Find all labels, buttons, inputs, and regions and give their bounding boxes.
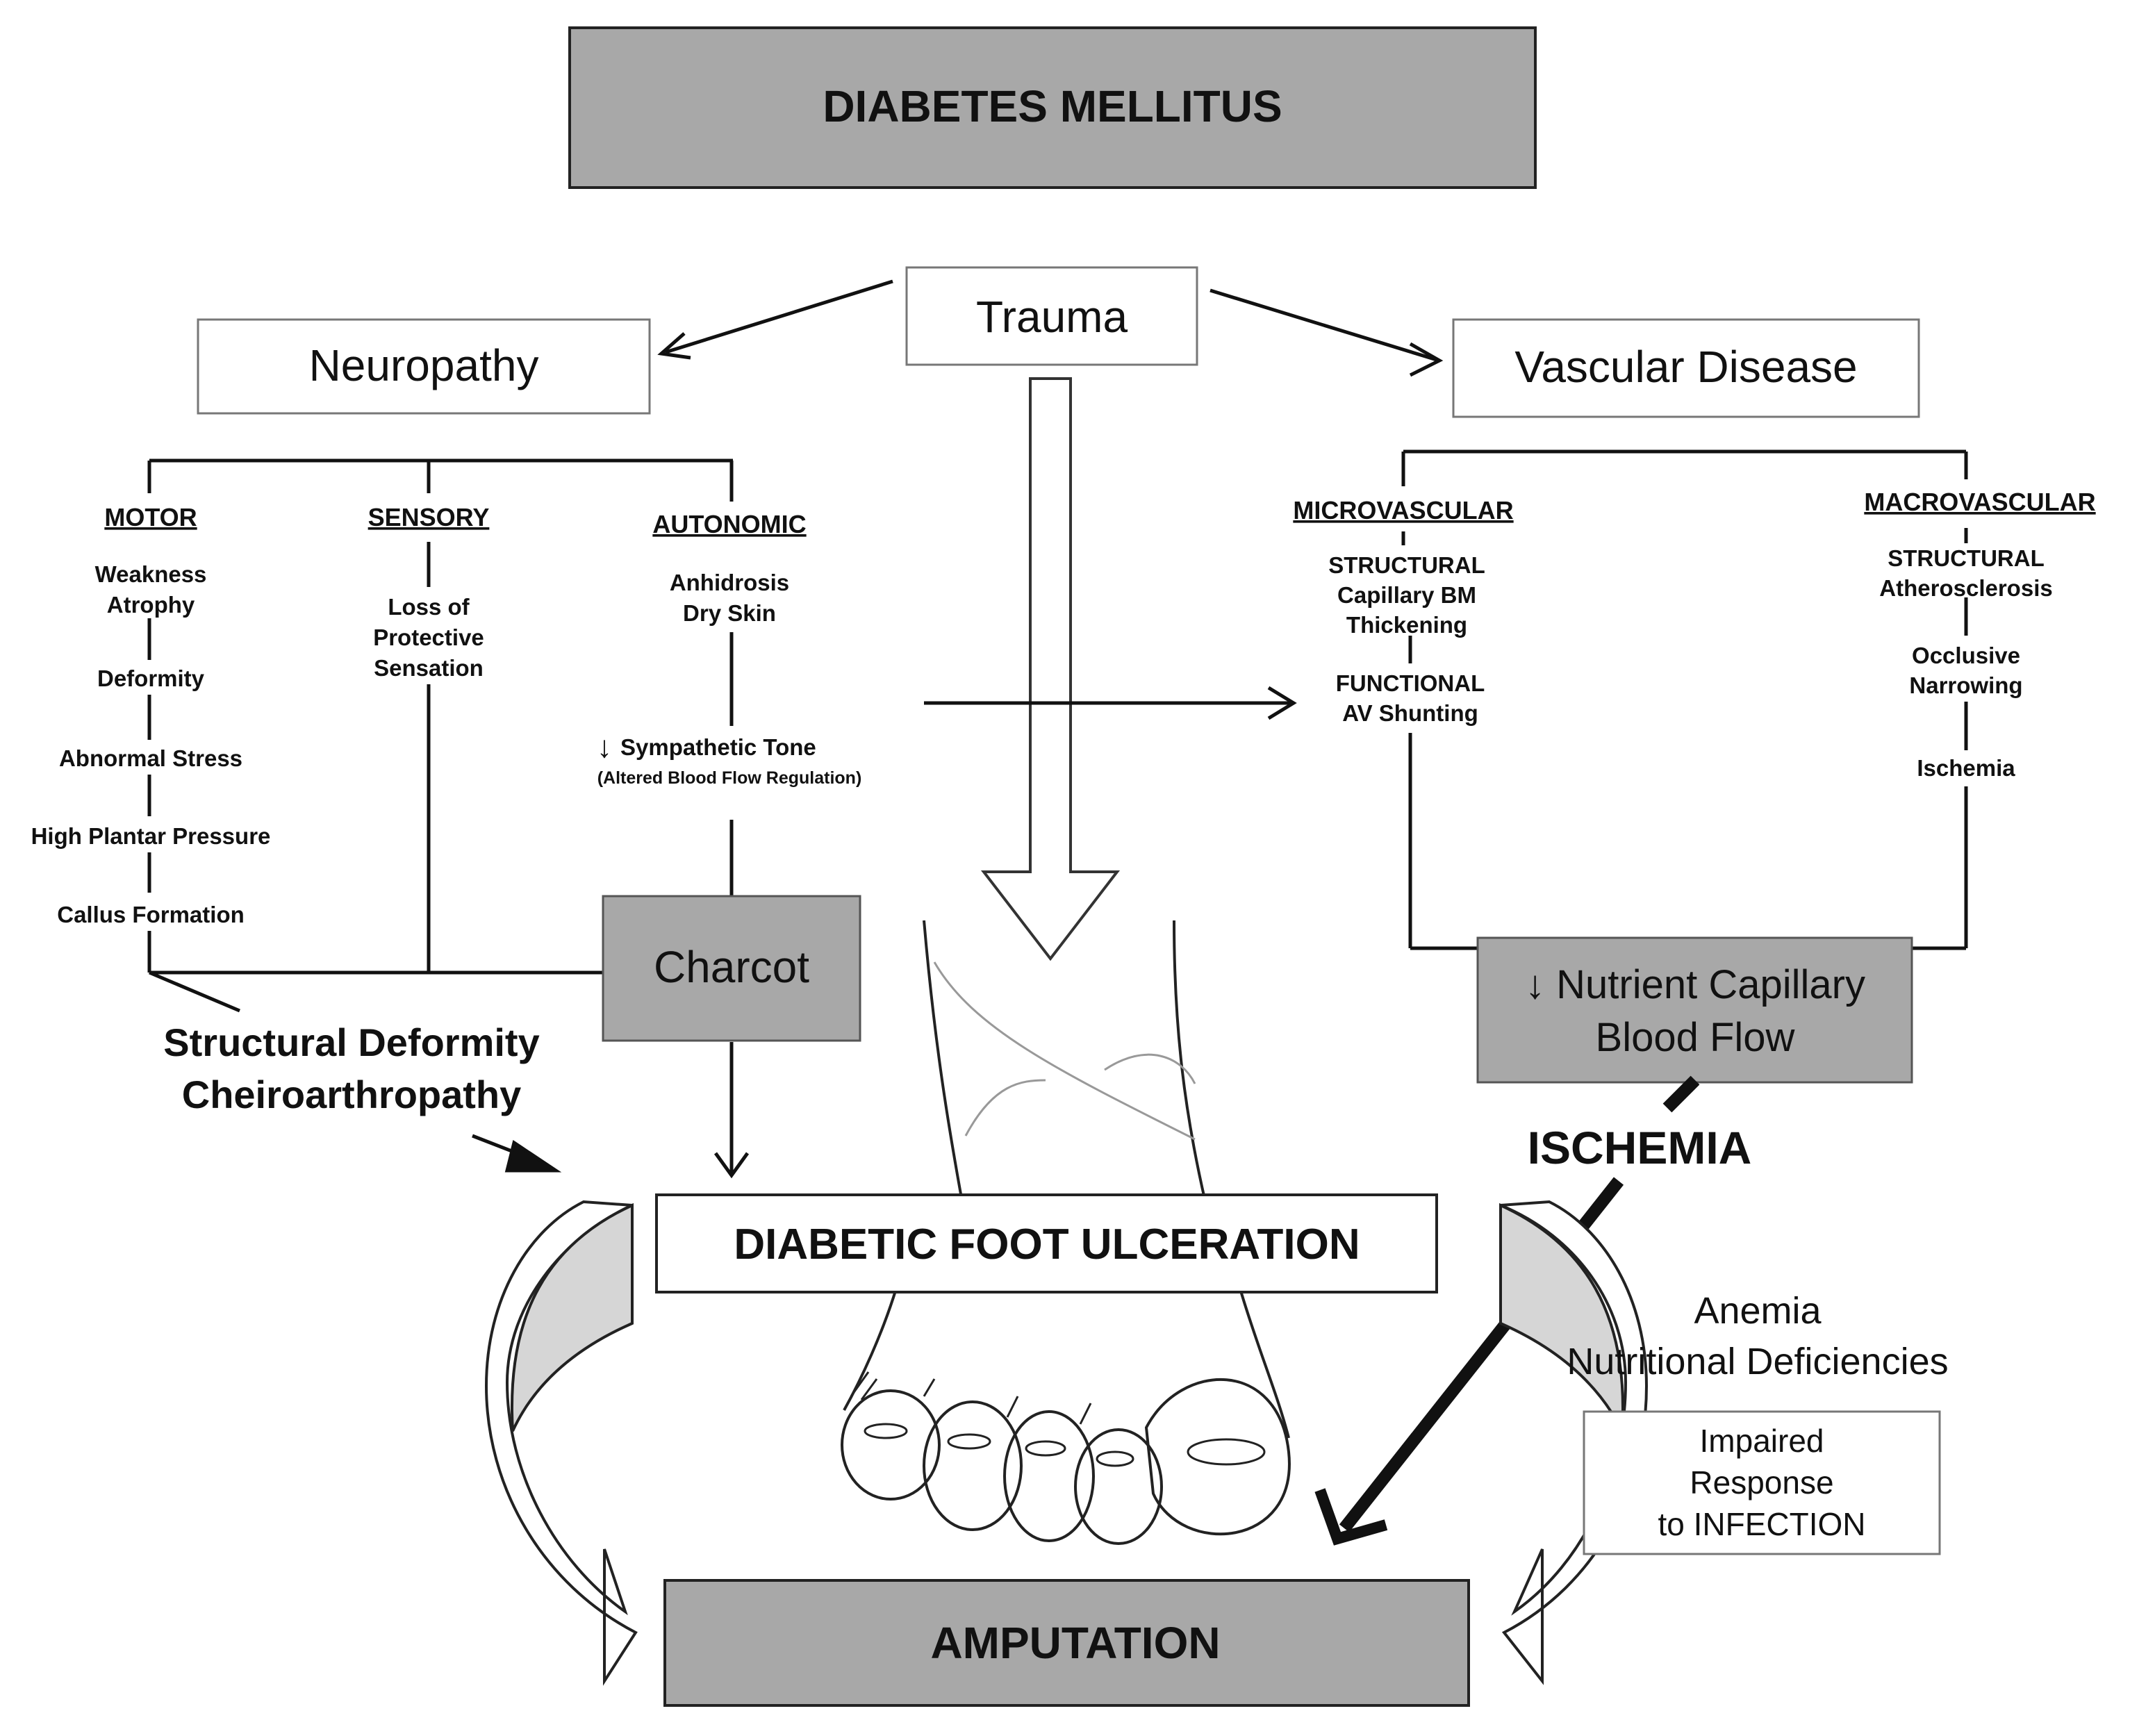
neuropathy-label: Neuropathy [309, 340, 539, 390]
autonomic-item: Dry Skin [683, 600, 776, 626]
nutritional-label: Nutritional Deficiencies [1567, 1341, 1948, 1382]
vascular-label: Vascular Disease [1514, 342, 1857, 392]
amputation-box [663, 1579, 1470, 1707]
sensory-item: Protective [373, 625, 484, 650]
charcot-label: Charcot [654, 942, 809, 992]
nutrient-flow-line: Blood Flow [1596, 1015, 1796, 1060]
motor-item: Atrophy [107, 592, 195, 618]
anemia-label: Anemia [1694, 1290, 1822, 1332]
micro-item: Capillary BM [1337, 582, 1476, 608]
motor-item: Callus Formation [57, 902, 245, 927]
neuropathy-box [197, 318, 651, 415]
cheiroarthropathy: Cheiroarthropathy [182, 1073, 522, 1116]
ischemia-label: ISCHEMIA [1528, 1122, 1752, 1173]
vascular-box [1452, 318, 1920, 418]
neuropathy-tree-lines [147, 458, 750, 1179]
ulceration-box [655, 1193, 1438, 1293]
structural-arrow [472, 1134, 562, 1173]
autonomic-heading: AUTONOMIC [652, 510, 806, 538]
sensory-item: Loss of [388, 594, 470, 620]
structural-deformity: Structural Deformity [163, 1020, 539, 1064]
macro-item: Occlusive [1912, 643, 2020, 668]
nutrient-flow-line: ↓ Nutrient Capillary [1525, 962, 1865, 1007]
trauma-label: Trauma [976, 292, 1128, 342]
sensory-heading: SENSORY [368, 503, 490, 531]
micro-link-arrow [924, 686, 1297, 720]
diabetes-box [568, 26, 1537, 189]
diabetes-title: DIABETES MELLITUS [823, 81, 1282, 131]
amputation-label: AMPUTATION [930, 1618, 1220, 1668]
motor-heading: MOTOR [104, 503, 197, 531]
impaired-response-box [1583, 1410, 1941, 1555]
micro-item: AV Shunting [1342, 700, 1478, 726]
macro-heading: MACROVASCULAR [1864, 488, 2095, 516]
motor-item: Abnormal Stress [59, 745, 242, 771]
micro-heading: MICROVASCULAR [1293, 496, 1513, 524]
nutrient-flow-box [1476, 936, 1913, 1084]
micro-item: FUNCTIONAL [1336, 670, 1485, 696]
motor-item: Deformity [97, 666, 205, 691]
macro-item: Narrowing [1909, 672, 2022, 698]
motor-item: Weakness [95, 561, 207, 587]
trauma-arrows [657, 279, 1444, 377]
sympathetic-tone-note: (Altered Blood Flow Regulation) [597, 768, 862, 788]
sensory-item: Sensation [374, 655, 484, 681]
impaired-line: to INFECTION [1658, 1506, 1865, 1542]
charcot-box [602, 895, 861, 1042]
foot-illustration [841, 920, 1291, 1545]
left-curved-arrow [484, 1200, 638, 1686]
macro-item: Ischemia [1917, 755, 2015, 781]
sympathetic-tone: Sympathetic Tone [620, 734, 816, 760]
macro-item: Atherosclerosis [1879, 575, 2052, 601]
ulceration-label: DIABETIC FOOT ULCERATION [734, 1221, 1360, 1268]
autonomic-item: Anhidrosis [670, 570, 789, 595]
macro-item: STRUCTURAL [1888, 545, 2044, 571]
micro-item: STRUCTURAL [1328, 552, 1485, 578]
impaired-line: Response [1690, 1464, 1833, 1501]
motor-item: High Plantar Pressure [31, 823, 271, 849]
trauma-box [905, 266, 1198, 366]
down-arrow-icon: ↓ [597, 730, 612, 764]
vascular-tree-lines [1401, 449, 1968, 950]
micro-item: Thickening [1346, 612, 1467, 638]
impaired-line: Impaired [1700, 1423, 1824, 1459]
trauma-big-arrow [980, 377, 1121, 961]
